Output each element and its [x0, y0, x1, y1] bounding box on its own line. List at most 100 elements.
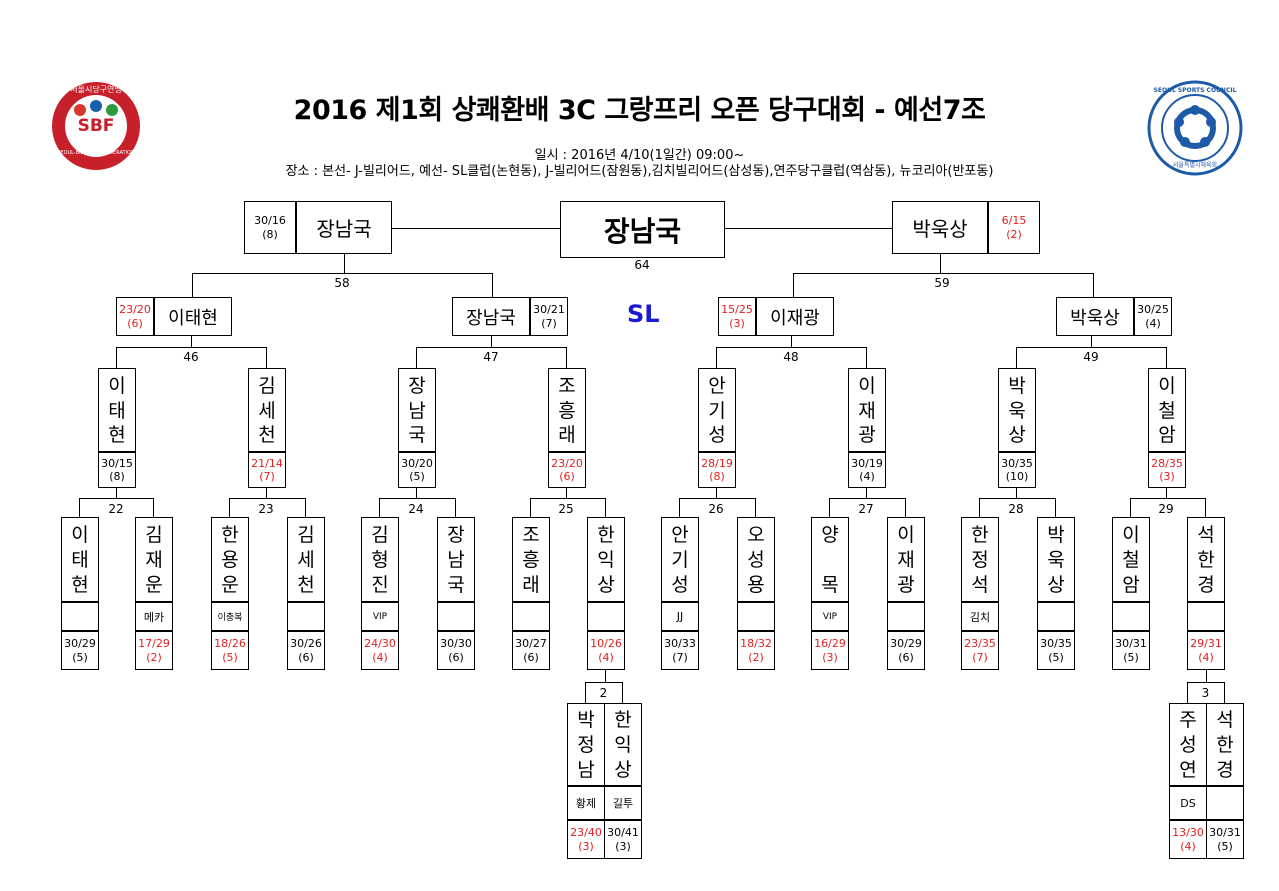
bracket-line: [679, 498, 756, 499]
bracket-line: [716, 347, 717, 369]
name-char: 천: [258, 424, 276, 447]
club-cell: 황제: [567, 786, 605, 820]
score-cell: 30/33(7): [661, 631, 699, 670]
score-value: 30/31: [1115, 637, 1147, 651]
name-char: 이: [71, 524, 89, 547]
score-value: 6/15: [1001, 214, 1027, 228]
name-char: 양: [821, 524, 839, 547]
bracket-line: [344, 254, 345, 274]
bracket-line: [492, 273, 493, 298]
inning-value: (8): [709, 470, 725, 483]
score-value: 24/30: [364, 637, 396, 651]
score-value: 29/31: [1190, 637, 1222, 651]
club-cell: DS: [1169, 786, 1207, 820]
name-char: 한: [597, 524, 615, 547]
bracket-line: [530, 498, 531, 518]
name-char: 상: [1008, 424, 1026, 447]
name-char: 운: [221, 573, 239, 596]
score-cell: 30/29(6): [887, 631, 925, 670]
bracket-line: [116, 488, 117, 499]
ssc-logo-ring-text: SEOUL SPORTS COUNCIL: [1153, 87, 1237, 94]
bracket-line: [566, 488, 567, 499]
score-value: 30/16: [254, 214, 286, 228]
bracket-line: [829, 498, 906, 499]
name-char: 김: [258, 374, 276, 397]
club-cell: [1206, 786, 1244, 820]
inning-value: (4): [1145, 316, 1161, 330]
bracket-line: [229, 498, 230, 518]
bracket-line: [1166, 488, 1167, 499]
bracket-line: [1187, 682, 1225, 683]
inning-value: (10): [1005, 470, 1029, 483]
name-char: 목: [821, 573, 839, 596]
score-cell: 30/21(7): [530, 297, 568, 336]
seoul-sports-council-logo: SEOUL SPORTS COUNCIL 서울특별시체육회: [1147, 80, 1243, 176]
inning-value: (5): [72, 650, 88, 664]
bracket-line: [266, 347, 267, 369]
name-char: 남: [577, 758, 595, 781]
name-char: 한: [614, 709, 632, 732]
name-char: 석: [1197, 524, 1215, 547]
bracket-line: [605, 498, 606, 518]
name-char: 연: [1179, 758, 1197, 781]
name-char: 광: [897, 573, 915, 596]
name-char: 이: [858, 374, 876, 397]
inning-value: (2): [1006, 227, 1022, 241]
name-char: 세: [258, 399, 276, 422]
quarter-player-name: 이태현: [154, 297, 232, 336]
match-number: 58: [334, 276, 350, 290]
match-number: 48: [783, 350, 799, 364]
score-cell: 16/29(3): [811, 631, 849, 670]
score-cell: 23/40(3): [567, 820, 605, 859]
bracket-line: [305, 498, 306, 518]
bracket-line: [716, 488, 717, 499]
bracket-line: [79, 498, 80, 518]
bracket-line: [1016, 488, 1017, 499]
bracket-line: [192, 273, 193, 298]
score-value: 30/30: [440, 637, 472, 651]
club-cell: 이충복: [211, 602, 249, 631]
score-cell: 30/25(4): [1134, 297, 1172, 336]
inning-value: (3): [578, 839, 594, 853]
bracket-line: [1016, 347, 1017, 369]
score-cell: 15/25(3): [718, 297, 756, 336]
name-char: 이: [1158, 374, 1176, 397]
bracket-line: [416, 347, 417, 369]
bracket-line: [491, 336, 492, 348]
name-char: 성: [747, 549, 765, 572]
score-value: 30/29: [64, 637, 96, 651]
name-char: 한: [1197, 549, 1215, 572]
score-value: 30/19: [851, 456, 883, 470]
club-cell: [587, 602, 625, 631]
name-char: 장: [408, 374, 426, 397]
score-value: 30/29: [890, 637, 922, 651]
name-char: 남: [408, 399, 426, 422]
inning-value: (5): [222, 650, 238, 664]
ssc-logo-graphic: [1147, 80, 1243, 176]
inning-value: (6): [298, 650, 314, 664]
name-char: 재: [858, 399, 876, 422]
inning-value: (7): [672, 650, 688, 664]
name-char: 이: [897, 524, 915, 547]
match-number: 23: [258, 502, 274, 516]
name-char: 세: [297, 549, 315, 572]
bracket-line: [1055, 498, 1056, 518]
club-cell: [61, 602, 99, 631]
name-char: 기: [671, 549, 689, 572]
name-char: 래: [522, 573, 540, 596]
match-number: 29: [1158, 502, 1174, 516]
bracket-line: [1093, 273, 1094, 298]
score-cell: 30/30(6): [437, 631, 475, 670]
match-number: 46: [183, 350, 199, 364]
